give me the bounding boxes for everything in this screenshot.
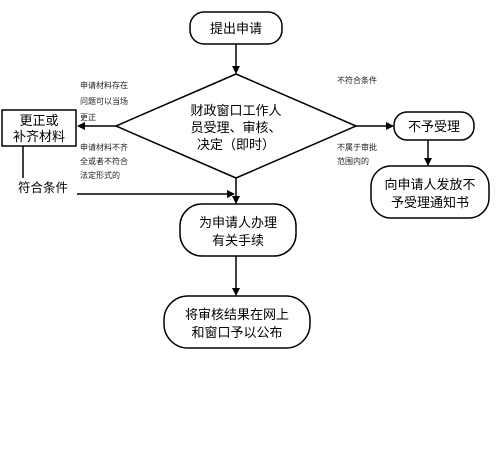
decision-node: 财政窗口工作人 员受理、审核、 决定（即时） <box>114 73 358 179</box>
svg-text:更正: 更正 <box>80 113 96 122</box>
svg-text:全或者不符合: 全或者不符合 <box>80 156 128 166</box>
svg-text:不属于审批: 不属于审批 <box>337 142 377 152</box>
start-node-label: 提出申请 <box>210 21 262 37</box>
svg-text:申请材料不齐: 申请材料不齐 <box>80 142 128 152</box>
notice-line-2: 予受理通知书 <box>391 195 469 211</box>
notice-line-1: 向申请人发放不 <box>384 177 475 193</box>
eligible-label: 符合条件 <box>18 180 68 195</box>
svg-text:问题可以当场: 问题可以当场 <box>80 96 128 106</box>
reject-node: 不予受理 <box>393 111 475 141</box>
notice-node: 向申请人发放不 予受理通知书 <box>370 165 490 219</box>
decision-line-3: 决定（即时） <box>197 138 275 153</box>
process-line-2: 有关手续 <box>212 234 264 249</box>
svg-text:法定形式的: 法定形式的 <box>80 170 120 180</box>
note-out-of-scope: 不属于审批 范围内的 <box>337 142 377 166</box>
note-materials-incomplete: 申请材料不齐 全或者不符合 法定形式的 <box>80 142 128 180</box>
publish-line-2: 和窗口予以公布 <box>191 325 282 341</box>
supplement-node: 更正或 补齐材料 <box>1 109 77 147</box>
publish-node: 将审核结果在网上 和窗口予以公布 <box>163 295 311 349</box>
svg-text:范围内的: 范围内的 <box>337 156 369 166</box>
note-materials-issue: 申请材料存在 问题可以当场 更正 <box>80 80 128 122</box>
decision-line-2: 员受理、审核、 <box>190 121 281 136</box>
supplement-line-2: 补齐材料 <box>13 129 65 145</box>
process-line-1: 为申请人办理 <box>199 216 277 231</box>
svg-text:申请材料存在: 申请材料存在 <box>80 80 128 90</box>
process-node: 为申请人办理 有关手续 <box>179 203 297 257</box>
supplement-line-1: 更正或 <box>19 114 58 129</box>
start-node: 提出申请 <box>189 11 283 45</box>
publish-line-1: 将审核结果在网上 <box>185 308 289 323</box>
reject-node-label: 不予受理 <box>408 120 460 135</box>
not-eligible-label: 不符合条件 <box>337 75 377 85</box>
decision-line-1: 财政窗口工作人 <box>190 103 281 119</box>
